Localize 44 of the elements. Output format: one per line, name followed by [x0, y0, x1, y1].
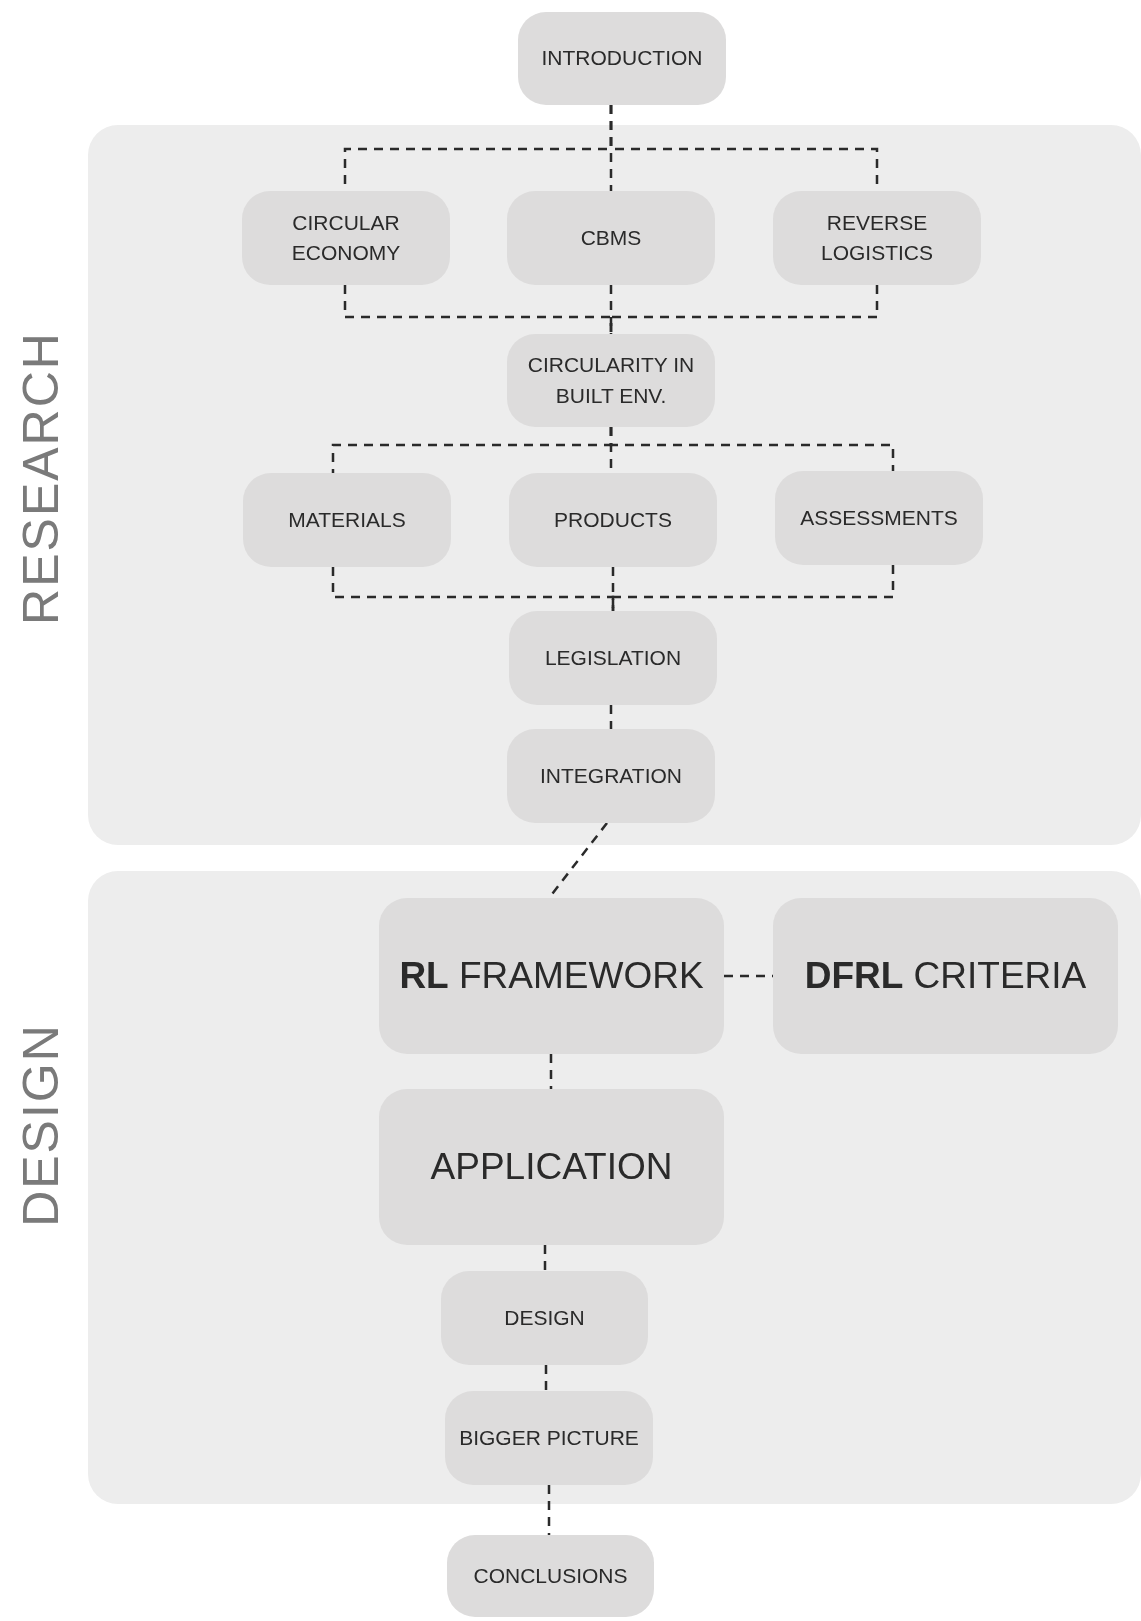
topic-label: DESIGN — [504, 1304, 585, 1331]
topic-label: MATERIALS — [288, 506, 406, 533]
dashed-connector — [543, 1245, 547, 1271]
topic-label: LEGISLATION — [544, 644, 682, 671]
section-heading: RESEARCH — [15, 330, 66, 625]
topic-label: CIRCULAR ECONOMY — [290, 209, 402, 266]
topic-box — [509, 611, 717, 705]
dashed-connector — [611, 565, 895, 611]
topic-box — [507, 334, 715, 427]
topic-box — [509, 473, 717, 567]
dashed-connector — [547, 1485, 551, 1535]
topic-label: APPLICATION — [430, 1145, 673, 1190]
topic-box — [441, 1271, 648, 1365]
dashed-connector — [609, 285, 879, 334]
topic-box — [242, 191, 450, 285]
topic-box — [445, 1391, 653, 1485]
topic-label: RL FRAMEWORK — [399, 954, 704, 999]
section-heading: DESIGN — [15, 1023, 66, 1227]
topic-box — [775, 471, 983, 565]
topic-box — [773, 191, 981, 285]
dashed-connector — [549, 1054, 553, 1089]
dashed-connector — [609, 705, 613, 729]
dashed-connector — [609, 285, 613, 334]
topic-box — [773, 898, 1118, 1054]
topic-box — [518, 12, 726, 105]
topic-label: INTRODUCTION — [541, 45, 703, 72]
dashed-connector — [609, 427, 895, 471]
topic-label: CONCLUSIONS — [473, 1562, 628, 1589]
topic-label: BIGGER PICTURE — [459, 1424, 639, 1451]
topic-label: DFRL CRITERIA — [804, 954, 1087, 999]
topic-label: ASSESSMENTS — [800, 504, 958, 531]
topic-label: CIRCULARITY IN BUILT ENV. — [526, 352, 696, 409]
topic-box — [243, 473, 451, 567]
dashed-connector — [724, 974, 773, 978]
topic-box — [379, 1089, 724, 1245]
dashed-connector — [544, 1365, 548, 1391]
topic-box — [379, 898, 724, 1054]
topic-label: PRODUCTS — [554, 506, 672, 533]
topic-box — [507, 191, 715, 285]
topic-label: INTEGRATION — [540, 762, 682, 789]
topic-label: REVERSE LOGISTICS — [820, 209, 934, 266]
topic-box — [507, 729, 715, 823]
topic-box — [447, 1535, 654, 1617]
topic-label: CBMS — [580, 224, 642, 251]
